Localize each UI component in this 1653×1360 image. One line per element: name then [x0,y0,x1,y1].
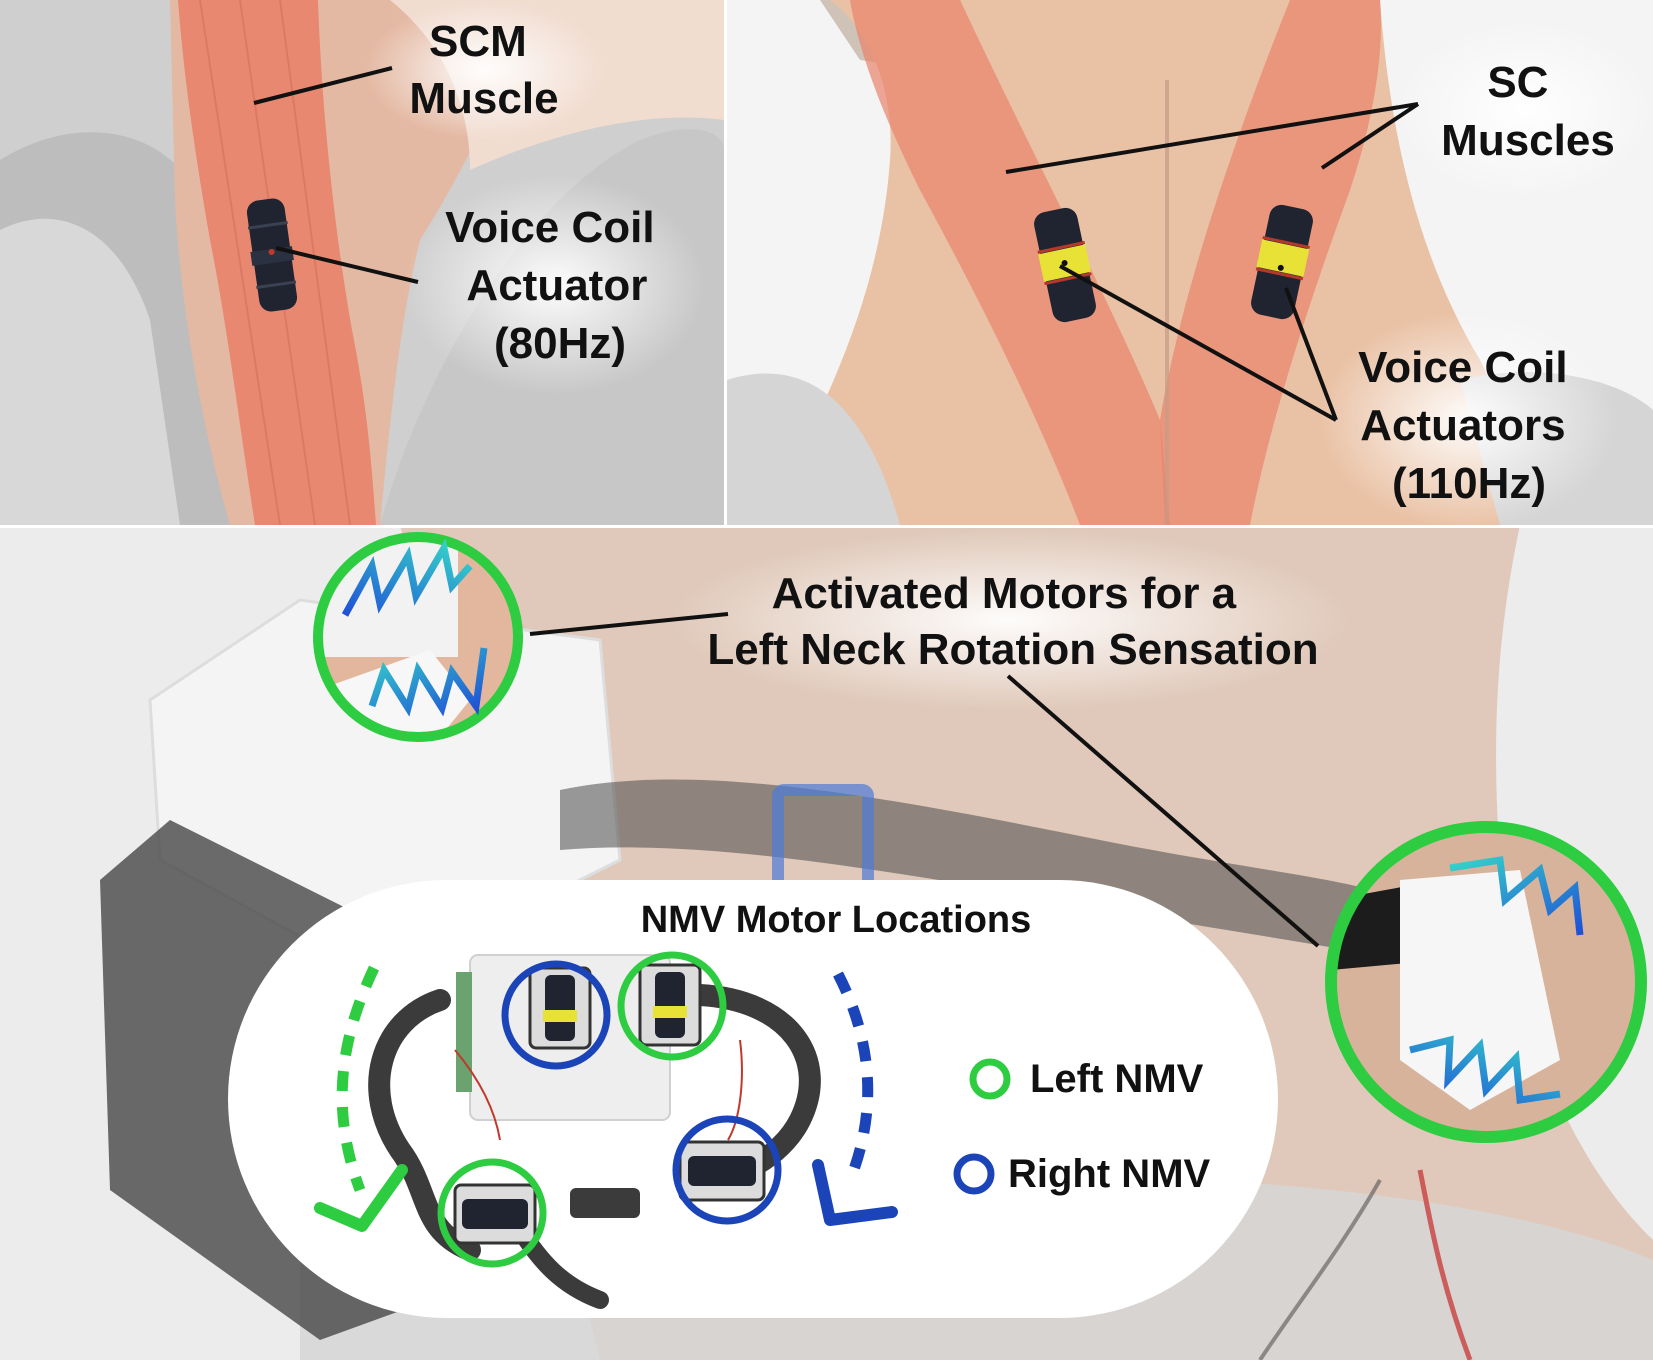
legend-left-nmv-swatch [969,1058,1011,1100]
legend-left-nmv-label: Left NMV [1030,1057,1204,1101]
actuator-leader-lines [1059,264,1338,422]
left-rotation-arrow-icon [314,965,408,1232]
left-nmv-marker [617,951,727,1061]
motor-left-top [638,963,702,1047]
voice-coil-actuator-left [1034,207,1096,323]
callout-line-left [529,612,729,636]
sc-muscle-left [850,0,1170,525]
scm-muscle-label: SCM Muscle [409,17,558,123]
sc-leader-lines [1005,102,1420,174]
motor-right-top [528,966,592,1050]
scm-leader-line [253,66,393,105]
vibration-wave-icon [1449,855,1584,936]
legend: Left NMV Right NMV [953,1057,1211,1196]
callout-line-right [1006,674,1320,948]
legend-right-nmv-swatch [953,1153,995,1195]
vibration-wave-icon [368,647,488,717]
voice-coil-actuators-label: Voice Coil Actuators (110Hz) [1358,343,1580,508]
vibration-wave-icon [1409,1035,1561,1105]
front-neck-panel: SCM Muscle Voice Coil Actuator (80Hz) [0,0,724,525]
voice-coil-actuator-label: Voice Coil Actuator (80Hz) [445,203,667,368]
left-nmv-marker [437,1158,547,1268]
nmv-device [368,954,821,1309]
motor-right-bottom [678,1140,766,1202]
sc-muscles-label: SC Muscles [1441,58,1615,165]
actuator-leader-line [275,246,419,284]
right-magnifier [1325,821,1647,1143]
activated-motors-label: Activated Motors for a Left Neck Rotatio… [707,569,1318,674]
back-neck-panel: SC Muscles Voice Coil Actuators (110Hz) [727,0,1653,525]
nmv-locations-inset: NMV Motor Locations [228,880,1278,1318]
voice-coil-actuator [246,198,298,312]
right-nmv-marker [672,1115,782,1225]
right-rotation-arrow-icon [812,971,898,1226]
voice-coil-actuator-right [1251,204,1313,320]
right-nmv-marker [501,960,611,1070]
vibration-wave-icon [341,538,473,617]
legend-right-nmv-label: Right NMV [1008,1152,1211,1196]
motor-left-bottom [453,1183,537,1245]
device-photo-panel: Activated Motors for a Left Neck Rotatio… [0,525,1653,1360]
inset-title: NMV Motor Locations [641,899,1032,941]
left-magnifier [313,532,523,742]
